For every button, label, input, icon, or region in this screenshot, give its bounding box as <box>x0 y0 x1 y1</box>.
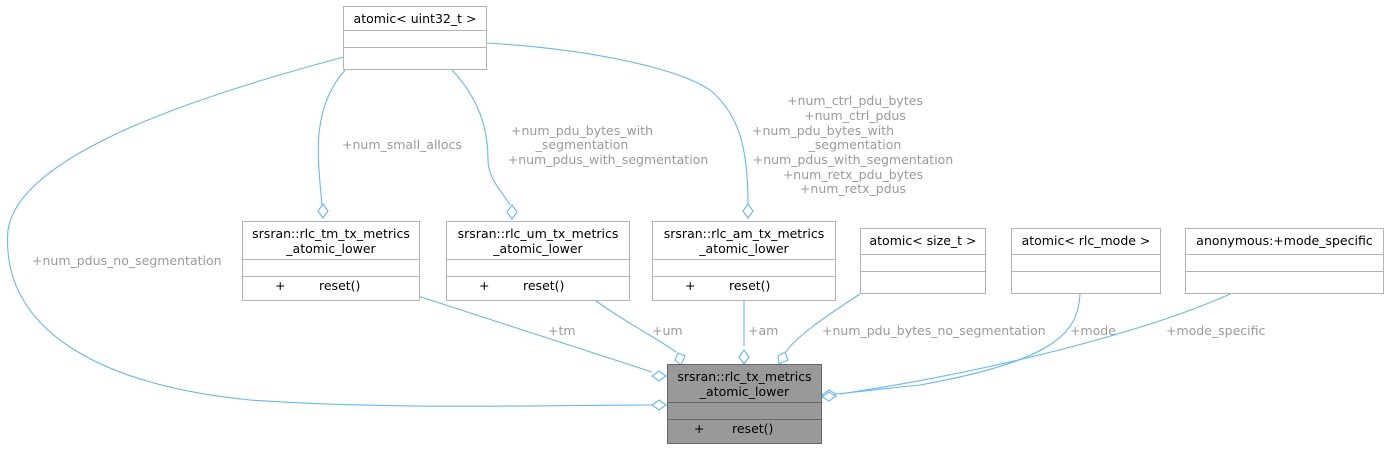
edge-label: _segmentation <box>535 137 629 152</box>
class-atomic-size-t[interactable]: atomic< size_t > <box>860 228 986 294</box>
edge-um-to-main <box>595 300 677 353</box>
class-attributes <box>447 260 629 277</box>
class-title: srsran::rlc_um_tx_metrics _atomic_lower <box>447 222 629 260</box>
edge-label: +mode_specific <box>1166 323 1266 338</box>
visibility-public: + <box>275 278 286 293</box>
edge-label: +num_retx_pdu_bytes <box>783 167 923 182</box>
edge-label: +num_retx_pdus <box>800 181 906 196</box>
edge-label: +num_pdus_with_segmentation <box>753 152 954 167</box>
class-operations: + reset() <box>243 277 419 295</box>
class-title: anonymous:+mode_specific <box>1186 229 1383 255</box>
edge-label: +tm <box>548 323 576 338</box>
class-attributes <box>1186 255 1383 272</box>
class-rlc-um-tx-metrics[interactable]: srsran::rlc_um_tx_metrics _atomic_lower … <box>446 221 630 301</box>
aggregation-diamond <box>820 391 838 402</box>
edge-label: +num_ctrl_pdu_bytes <box>787 93 923 108</box>
aggregation-diamond <box>777 351 789 365</box>
operation-reset[interactable]: reset() <box>729 278 771 293</box>
class-title: atomic< rlc_mode > <box>1012 229 1160 255</box>
class-rlc-tm-tx-metrics[interactable]: srsran::rlc_tm_tx_metrics _atomic_lower … <box>242 221 420 301</box>
aggregation-diamond <box>506 204 518 220</box>
class-title: srsran::rlc_am_tx_metrics _atomic_lower <box>653 222 835 260</box>
class-rlc-am-tx-metrics[interactable]: srsran::rlc_am_tx_metrics _atomic_lower … <box>652 221 836 301</box>
edge-tm-to-main <box>417 295 653 373</box>
edge-label: +num_pdus_no_segmentation <box>32 253 222 268</box>
edge-uint32-to-um <box>451 69 511 206</box>
edge-label: +num_ctrl_pdus <box>804 108 906 123</box>
class-attributes <box>243 260 419 277</box>
operation-reset[interactable]: reset() <box>732 421 774 436</box>
class-attributes <box>861 255 985 272</box>
edge-size-to-main <box>785 293 861 353</box>
edge-label: +um <box>652 323 683 338</box>
edge-label: +num_pdu_bytes_with <box>511 123 653 138</box>
edge-label: +num_pdu_bytes_no_segmentation <box>822 323 1046 338</box>
edge-label: _segmentation <box>808 137 902 152</box>
class-attributes <box>1012 255 1160 272</box>
edge-mode-to-main <box>834 293 1081 395</box>
class-attributes <box>653 260 835 277</box>
class-operations: + reset() <box>447 277 629 295</box>
class-title: srsran::rlc_tx_metrics _atomic_lower <box>668 365 821 403</box>
operation-reset[interactable]: reset() <box>523 278 565 293</box>
edge-label: +num_pdus_with_segmentation <box>508 152 709 167</box>
class-title: atomic< uint32_t > <box>344 7 486 31</box>
class-atomic-uint32[interactable]: atomic< uint32_t > <box>343 6 487 70</box>
edge-uint32-to-main-no-segmentation <box>7 56 653 407</box>
aggregation-diamond <box>742 203 754 219</box>
class-title: atomic< size_t > <box>861 229 985 255</box>
aggregation-diamond <box>651 399 667 411</box>
edge-uint32-to-am <box>486 42 749 206</box>
aggregation-diamond <box>651 370 667 382</box>
edge-label: +mode <box>1070 323 1116 338</box>
aggregation-diamond <box>317 203 329 219</box>
class-rlc-tx-metrics-atomic-lower[interactable]: srsran::rlc_tx_metrics _atomic_lower + r… <box>667 364 822 444</box>
class-attributes <box>668 403 821 420</box>
visibility-public: + <box>479 278 490 293</box>
edge-label: +num_pdu_bytes_with <box>752 123 894 138</box>
class-attributes <box>344 31 486 48</box>
class-operations: + reset() <box>668 420 821 438</box>
edge-label: +num_small_allocs <box>342 137 462 152</box>
edge-uint32-to-tm <box>317 69 346 206</box>
edge-anon-to-main <box>839 293 1231 395</box>
operation-reset[interactable]: reset() <box>319 278 361 293</box>
visibility-public: + <box>685 278 696 293</box>
class-anonymous-mode-specific[interactable]: anonymous:+mode_specific <box>1185 228 1384 294</box>
visibility-public: + <box>694 421 705 436</box>
aggregation-diamond <box>674 352 686 366</box>
class-title: srsran::rlc_tm_tx_metrics _atomic_lower <box>243 222 419 260</box>
edge-label: +am <box>748 323 778 338</box>
aggregation-diamond <box>738 349 750 365</box>
class-atomic-rlc-mode[interactable]: atomic< rlc_mode > <box>1011 228 1161 294</box>
class-operations: + reset() <box>653 277 835 295</box>
